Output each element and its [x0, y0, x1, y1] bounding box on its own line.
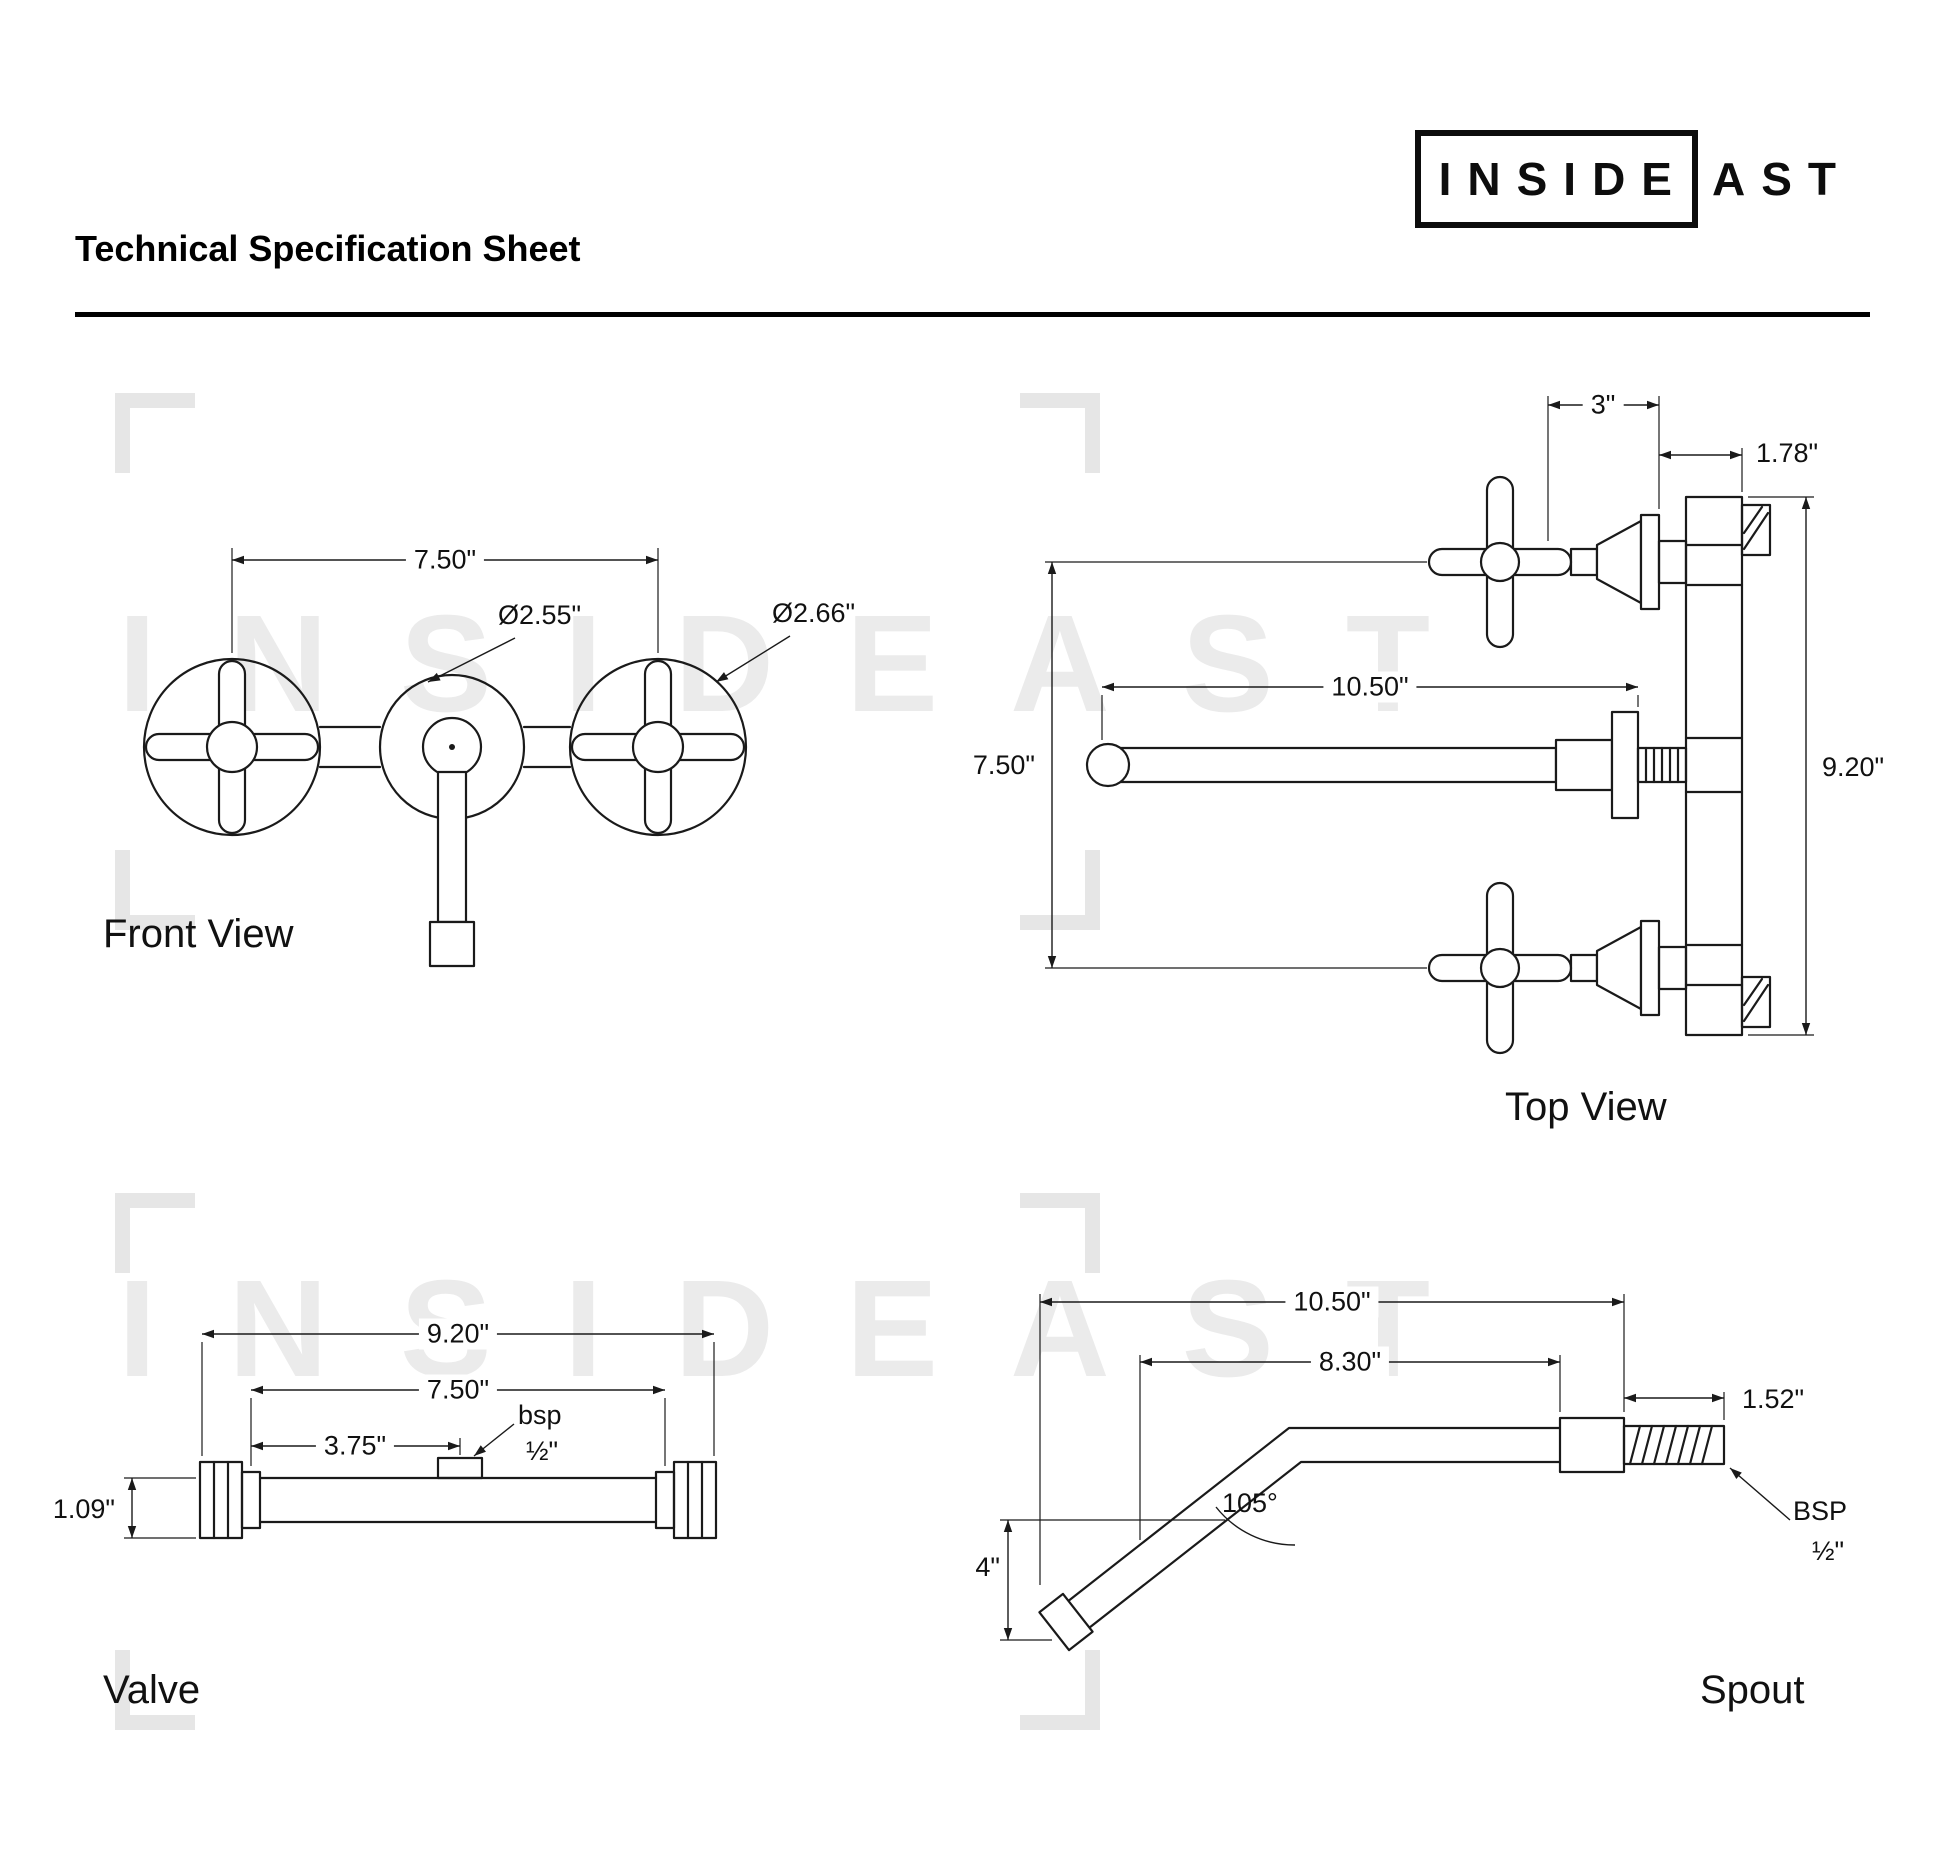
top-handle-width-dim: 3" [1582, 389, 1624, 421]
valve-caption: Valve [103, 1668, 201, 1712]
front-view-caption: Front View [103, 912, 294, 956]
watermark-corner [1020, 1650, 1100, 1730]
spout-thread-length-dim: 1.52" [1742, 1384, 1805, 1414]
brand-logo-rest-text: AST [1712, 153, 1852, 205]
valve-drawing [124, 1329, 718, 1540]
spout-angle-dim: 105° [1222, 1488, 1278, 1518]
valve-port-dim: 1.09" [52, 1494, 115, 1524]
watermark-corner [1020, 393, 1100, 473]
front-handle-diameter-dim: Ø2.66" [772, 598, 856, 628]
valve-centers-dim: 7.50" [418, 1374, 498, 1406]
spout-drop-dim: 4" [975, 1552, 1000, 1582]
spout-total-dim: 10.50" [1285, 1286, 1379, 1318]
valve-total-dim: 9.20" [418, 1318, 498, 1350]
watermark-corner [115, 1650, 195, 1730]
top-height-dim: 9.20" [1822, 752, 1885, 782]
front-view-drawing [142, 548, 791, 968]
spout-thread-size: ½" [1812, 1536, 1845, 1566]
top-view-drawing [1045, 396, 1814, 1055]
watermark-corner [1020, 1193, 1100, 1273]
watermark-corner [115, 393, 195, 473]
valve-half-dim: 3.75" [315, 1430, 395, 1462]
top-view-caption: Top View [1505, 1085, 1667, 1129]
top-spout-length-dim: 10.50" [1323, 671, 1417, 703]
top-depth-dim: 1.78" [1756, 438, 1819, 468]
spout-reach-dim: 8.30" [1310, 1346, 1390, 1378]
watermark-corner [115, 1193, 195, 1273]
front-center-diameter-dim: Ø2.55" [498, 600, 582, 630]
front-width-dim: 7.50" [405, 544, 485, 576]
brand-logo-boxed-text: INSIDE [1414, 130, 1698, 228]
spout-caption: Spout [1700, 1668, 1805, 1712]
watermark-corner [115, 850, 195, 930]
brand-logo: INSIDE AST [1414, 130, 1852, 228]
spout-thread-label: BSP [1793, 1496, 1848, 1526]
watermark-text-row1: INSIDEAST [118, 587, 1503, 741]
top-centers-dim: 7.50" [972, 750, 1035, 780]
valve-thread-size: ½" [526, 1436, 559, 1466]
spout-drawing [1000, 1294, 1791, 1652]
valve-thread-label: bsp [518, 1400, 562, 1430]
watermark-text-row2: INSIDEAST [118, 1252, 1503, 1406]
sheet-title: Technical Specification Sheet [75, 228, 581, 269]
watermark-corner [1020, 850, 1100, 930]
header-divider [75, 312, 1870, 317]
